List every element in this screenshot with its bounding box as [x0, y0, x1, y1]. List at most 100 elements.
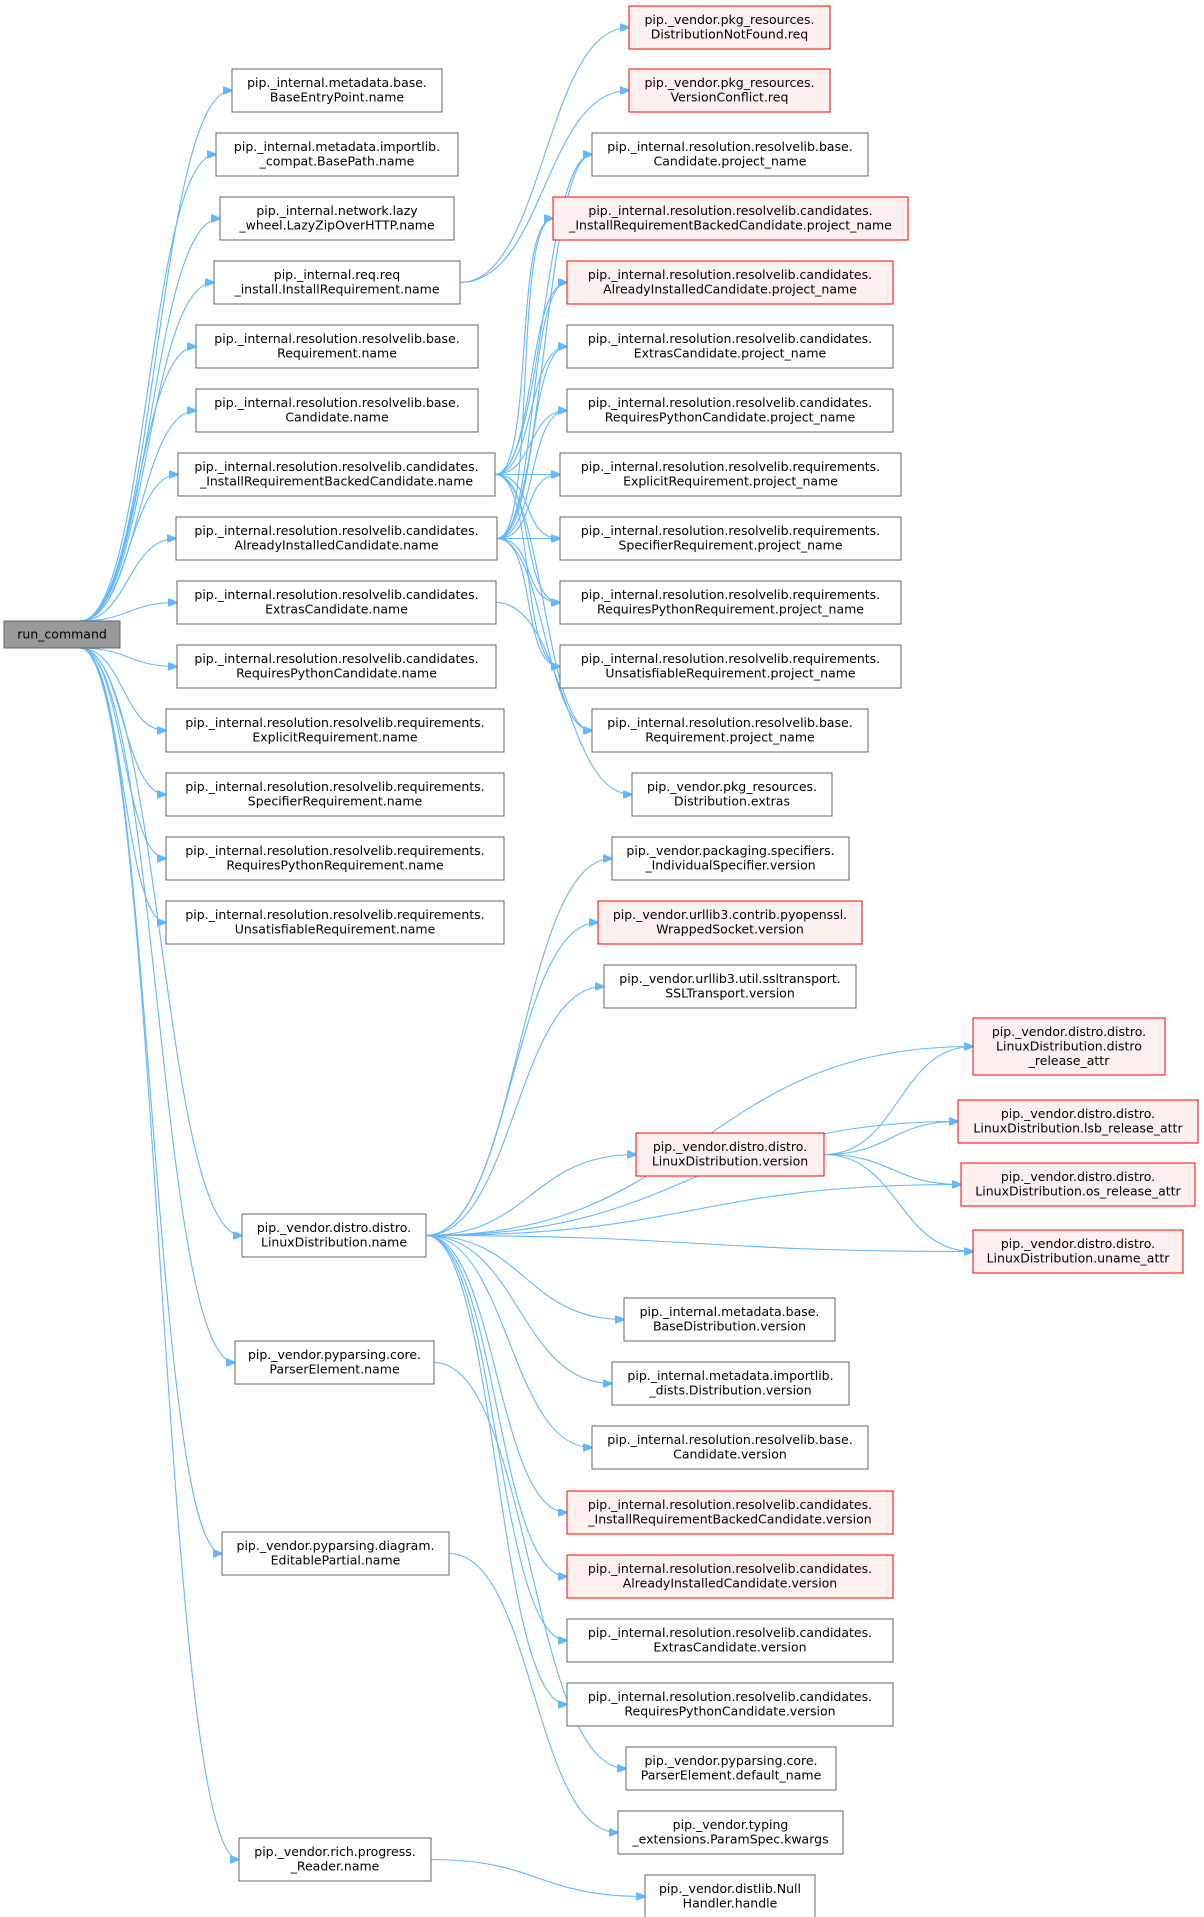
edge-root-to-n5 [79, 347, 196, 622]
edge-root-to-n7 [79, 475, 178, 622]
node-label-line: Distribution.extras [674, 794, 790, 809]
edge-root-to-n11 [79, 647, 166, 731]
node-m3[interactable]: pip._internal.resolution.resolvelib.base… [591, 132, 869, 177]
node-v7[interactable]: pip._internal.resolution.resolvelib.base… [591, 1425, 869, 1470]
node-p2[interactable]: pip._vendor.typing_extensions.ParamSpec.… [617, 1810, 844, 1855]
node-label-line: DistributionNotFound.req [651, 27, 808, 42]
node-label-line: _install.InstallRequirement.name [233, 282, 439, 297]
node-label-line: pip._vendor.distro.distro. [653, 1139, 807, 1154]
node-label-line: pip._internal.resolution.resolvelib.requ… [185, 779, 484, 794]
node-n9[interactable]: pip._internal.resolution.resolvelib.cand… [176, 580, 497, 625]
node-v2[interactable]: pip._vendor.urllib3.contrib.pyopenssl.Wr… [597, 900, 863, 945]
node-box [165, 772, 505, 817]
node-box [566, 260, 894, 305]
node-box [597, 900, 863, 945]
edge-n4-to-m1 [459, 28, 629, 284]
edge-n8-to-m6 [496, 347, 567, 540]
node-m7[interactable]: pip._internal.resolution.resolvelib.cand… [566, 388, 894, 433]
node-n11[interactable]: pip._internal.resolution.resolvelib.requ… [165, 708, 505, 753]
node-v11[interactable]: pip._internal.resolution.resolvelib.cand… [566, 1682, 894, 1727]
node-box [177, 452, 496, 497]
node-m8[interactable]: pip._internal.resolution.resolvelib.requ… [559, 452, 902, 497]
node-n1[interactable]: pip._internal.metadata.base.BaseEntryPoi… [231, 68, 443, 113]
edge-root-to-n18 [79, 647, 239, 1860]
node-p1[interactable]: pip._vendor.pyparsing.core.ParserElement… [625, 1746, 837, 1791]
node-d1[interactable]: pip._vendor.distro.distro.LinuxDistribut… [972, 1017, 1166, 1076]
node-run-command[interactable]: run_command [3, 620, 121, 649]
node-box [960, 1162, 1196, 1207]
node-label-line: pip._internal.resolution.resolvelib.base… [607, 715, 852, 730]
node-m11[interactable]: pip._internal.resolution.resolvelib.requ… [559, 644, 902, 689]
node-d2[interactable]: pip._vendor.distro.distro.LinuxDistribut… [957, 1099, 1199, 1144]
node-m13[interactable]: pip._vendor.pkg_resources.Distribution.e… [631, 772, 833, 817]
node-label-line: pip._internal.resolution.resolvelib.base… [607, 139, 852, 154]
node-box [591, 132, 869, 177]
node-n13[interactable]: pip._internal.resolution.resolvelib.requ… [165, 836, 505, 881]
node-n14[interactable]: pip._internal.resolution.resolvelib.requ… [165, 900, 505, 945]
node-n17[interactable]: pip._vendor.pyparsing.diagram.EditablePa… [221, 1531, 450, 1576]
node-label-line: Candidate.project_name [654, 154, 807, 169]
node-box [566, 388, 894, 433]
node-m4[interactable]: pip._internal.resolution.resolvelib.cand… [552, 196, 909, 241]
edge-n16-to-p1 [433, 1361, 626, 1769]
node-v5[interactable]: pip._internal.metadata.base.BaseDistribu… [623, 1297, 836, 1342]
node-label-line: BaseEntryPoint.name [270, 90, 404, 105]
node-n4[interactable]: pip._internal.req.req_install.InstallReq… [213, 260, 461, 305]
node-n12[interactable]: pip._internal.resolution.resolvelib.requ… [165, 772, 505, 817]
node-m10[interactable]: pip._internal.resolution.resolvelib.requ… [559, 580, 902, 625]
node-label-line: pip._internal.resolution.resolvelib.cand… [194, 587, 478, 602]
node-label-line: RequiresPythonRequirement.name [226, 858, 444, 873]
node-label-line: pip._internal.resolution.resolvelib.requ… [581, 459, 880, 474]
node-box [552, 196, 909, 241]
node-label-line: pip._internal.req.req [274, 267, 400, 282]
edge-n15-to-v3 [425, 987, 604, 1237]
node-v4[interactable]: pip._vendor.distro.distro.LinuxDistribut… [635, 1132, 825, 1177]
node-label-line: AlreadyInstalledCandidate.project_name [603, 282, 857, 297]
node-m1[interactable]: pip._vendor.pkg_resources.DistributionNo… [628, 5, 831, 50]
node-d4[interactable]: pip._vendor.distro.distro.LinuxDistribut… [972, 1229, 1184, 1274]
node-label-line: pip._vendor.pyparsing.core. [248, 1347, 421, 1362]
node-m9[interactable]: pip._internal.resolution.resolvelib.requ… [559, 516, 902, 561]
node-v10[interactable]: pip._internal.resolution.resolvelib.cand… [566, 1618, 894, 1663]
edge-n15-to-v2 [425, 923, 598, 1237]
node-v9[interactable]: pip._internal.resolution.resolvelib.cand… [566, 1554, 894, 1599]
node-n6[interactable]: pip._internal.resolution.resolvelib.base… [195, 388, 479, 433]
node-v3[interactable]: pip._vendor.urllib3.util.ssltransport.SS… [603, 964, 857, 1009]
node-box [972, 1229, 1184, 1274]
node-label-line: pip._vendor.distro.distro. [1001, 1106, 1155, 1121]
node-n10[interactable]: pip._internal.resolution.resolvelib.cand… [176, 644, 497, 689]
node-n8[interactable]: pip._internal.resolution.resolvelib.cand… [175, 516, 498, 561]
node-m12[interactable]: pip._internal.resolution.resolvelib.base… [591, 708, 869, 753]
edge-root-to-n4 [79, 283, 214, 622]
node-v1[interactable]: pip._vendor.packaging.specifiers._Indivi… [611, 836, 850, 881]
node-n2[interactable]: pip._internal.metadata.importlib._compat… [215, 132, 459, 177]
node-m5[interactable]: pip._internal.resolution.resolvelib.cand… [566, 260, 894, 305]
node-d3[interactable]: pip._vendor.distro.distro.LinuxDistribut… [960, 1162, 1196, 1207]
node-m2[interactable]: pip._vendor.pkg_resources.VersionConflic… [628, 68, 831, 113]
node-label-line: pip._internal.resolution.resolvelib.cand… [194, 459, 478, 474]
node-n18[interactable]: pip._vendor.rich.progress._Reader.name [238, 1837, 432, 1882]
node-n5[interactable]: pip._internal.resolution.resolvelib.base… [195, 324, 479, 369]
node-label-line: pip._internal.resolution.resolvelib.base… [214, 395, 459, 410]
node-label-line: LinuxDistribution.uname_attr [987, 1251, 1171, 1266]
node-label-line: pip._internal.network.lazy [256, 203, 418, 218]
node-label-line: pip._vendor.distro.distro. [992, 1024, 1146, 1039]
edge-v4-to-d4 [823, 1153, 973, 1252]
node-box [628, 68, 831, 113]
node-v6[interactable]: pip._internal.metadata.importlib._dists.… [611, 1361, 850, 1406]
node-label-line: AlreadyInstalledCandidate.version [623, 1576, 837, 1591]
node-n16[interactable]: pip._vendor.pyparsing.core.ParserElement… [234, 1340, 435, 1385]
node-v8[interactable]: pip._internal.resolution.resolvelib.cand… [566, 1490, 894, 1535]
node-label-line: pip._internal.resolution.resolvelib.base… [214, 331, 459, 346]
node-label-line: RequiresPythonCandidate.project_name [605, 410, 856, 425]
node-box [611, 836, 850, 881]
node-label-line: pip._internal.resolution.resolvelib.cand… [194, 651, 478, 666]
edge-root-to-n8 [79, 539, 176, 622]
node-n15[interactable]: pip._vendor.distro.distro.LinuxDistribut… [241, 1213, 427, 1258]
node-label-line: pip._internal.metadata.importlib. [234, 139, 440, 154]
node-m6[interactable]: pip._internal.resolution.resolvelib.cand… [566, 324, 894, 369]
node-n3[interactable]: pip._internal.network.lazy_wheel.LazyZip… [219, 196, 455, 241]
node-n7[interactable]: pip._internal.resolution.resolvelib.cand… [177, 452, 496, 497]
